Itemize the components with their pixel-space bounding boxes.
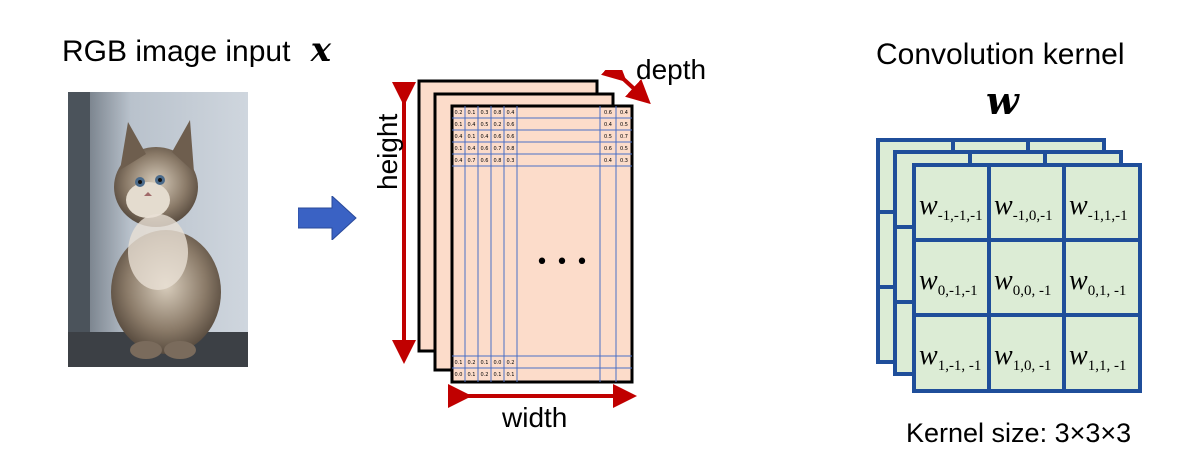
kernel-cell: w0,1, -1 xyxy=(1069,265,1126,299)
tensor-value: 0.2 xyxy=(494,122,502,128)
tensor-value: 0.8 xyxy=(507,146,515,152)
tensor-value: 0.3 xyxy=(507,158,515,164)
tensor-value: 0.5 xyxy=(604,134,612,140)
kernel-cell: w1,-1, -1 xyxy=(919,340,981,374)
kernel-cell: w1,0, -1 xyxy=(994,340,1051,374)
tensor-value: 0.1 xyxy=(468,372,476,378)
tensor-value: 0.6 xyxy=(507,134,515,140)
convolution-kernel: w-1,-1,-1 w-1,0,-1 w-1,1,-1 w0,-1,-1 w0,… xyxy=(876,138,1142,393)
input-symbol: x xyxy=(310,30,332,70)
tensor-grid xyxy=(452,106,632,382)
tensor-value: 0.6 xyxy=(481,158,489,164)
tensor-value: 0.2 xyxy=(455,110,463,116)
depth-label: depth xyxy=(636,54,707,85)
tensor-value: 0.1 xyxy=(481,360,489,366)
height-label: height xyxy=(372,113,403,190)
kitten-image xyxy=(68,92,248,367)
tensor-value: 0.8 xyxy=(494,110,502,116)
tensor-value: 0.5 xyxy=(620,146,628,152)
kernel-cell: w0,-1,-1 xyxy=(919,265,978,299)
tensor-value: 0.8 xyxy=(494,158,502,164)
right-arrow-icon xyxy=(298,196,357,240)
kernel-layer-front xyxy=(912,163,1142,393)
tensor-value: 0.4 xyxy=(455,158,463,164)
tensor-value: 0.4 xyxy=(481,134,489,140)
tensor-value: 0.4 xyxy=(604,158,612,164)
tensor-value: 0.0 xyxy=(494,360,502,366)
tensor-value: 0.4 xyxy=(455,134,463,140)
tensor-value: 0.6 xyxy=(604,146,612,152)
tensor-value: 0.1 xyxy=(468,134,476,140)
tensor-value: 0.1 xyxy=(455,146,463,152)
tensor-value: 0.4 xyxy=(468,146,476,152)
tensor-value: 0.3 xyxy=(481,110,489,116)
input-title: RGB image input x xyxy=(62,30,331,70)
kernel-cell: w1,1, -1 xyxy=(1069,340,1126,374)
kernel-title: Convolution kernel xyxy=(876,38,1125,71)
tensor-value: 0.4 xyxy=(507,110,515,116)
tensor-value: 0.4 xyxy=(604,122,612,128)
width-label: width xyxy=(502,402,568,433)
tensor-value: 0.4 xyxy=(620,110,628,116)
tensor-values: 0.2 0.1 0.3 0.8 0.4 0.6 0.4 0.1 0.4 0.5 0.2 0.6 0.4 0… xyxy=(455,110,628,378)
tensor-value: 0.1 xyxy=(507,372,515,378)
input-tensor: 0.2 0.1 0.3 0.8 0.4 0.6 0.4 0.1 0.4 0.5 0.2 0.6 0.4 0… xyxy=(392,70,651,408)
tensor-value: 0.6 xyxy=(604,110,612,116)
input-title-text: RGB image input xyxy=(62,35,291,68)
tensor-value: 0.7 xyxy=(620,134,628,140)
kernel-symbol: w xyxy=(986,78,1019,123)
tensor-value: 0.6 xyxy=(494,134,502,140)
tensor-sheet-front xyxy=(450,104,634,384)
tensor-value: 0.1 xyxy=(468,110,476,116)
tensor-value: 0.7 xyxy=(468,158,476,164)
tensor-value: 0.3 xyxy=(620,158,628,164)
tensor-value: 0.2 xyxy=(507,360,515,366)
kernel-cell: w0,0, -1 xyxy=(994,265,1051,299)
tensor-value: 0.0 xyxy=(455,372,463,378)
kernel-cell: w-1,0,-1 xyxy=(994,190,1053,224)
kernel-cell: w-1,-1,-1 xyxy=(919,190,983,224)
kernel-cell: w-1,1,-1 xyxy=(1069,190,1128,224)
tensor-value: 0.6 xyxy=(507,122,515,128)
tensor-value: 0.2 xyxy=(481,372,489,378)
tensor-value: 0.5 xyxy=(620,122,628,128)
tensor-value: 0.2 xyxy=(468,360,476,366)
tensor-value: 0.1 xyxy=(455,122,463,128)
tensor-ellipsis: • • • xyxy=(536,250,589,275)
tensor-value: 0.5 xyxy=(481,122,489,128)
depth-arrow xyxy=(601,70,651,105)
kernel-size-label: Kernel size: 3×3×3 xyxy=(906,418,1132,448)
tensor-value: 0.1 xyxy=(455,360,463,366)
tensor-value: 0.1 xyxy=(494,372,502,378)
tensor-value: 0.7 xyxy=(494,146,502,152)
tensor-value: 0.4 xyxy=(468,122,476,128)
tensor-value: 0.6 xyxy=(481,146,489,152)
